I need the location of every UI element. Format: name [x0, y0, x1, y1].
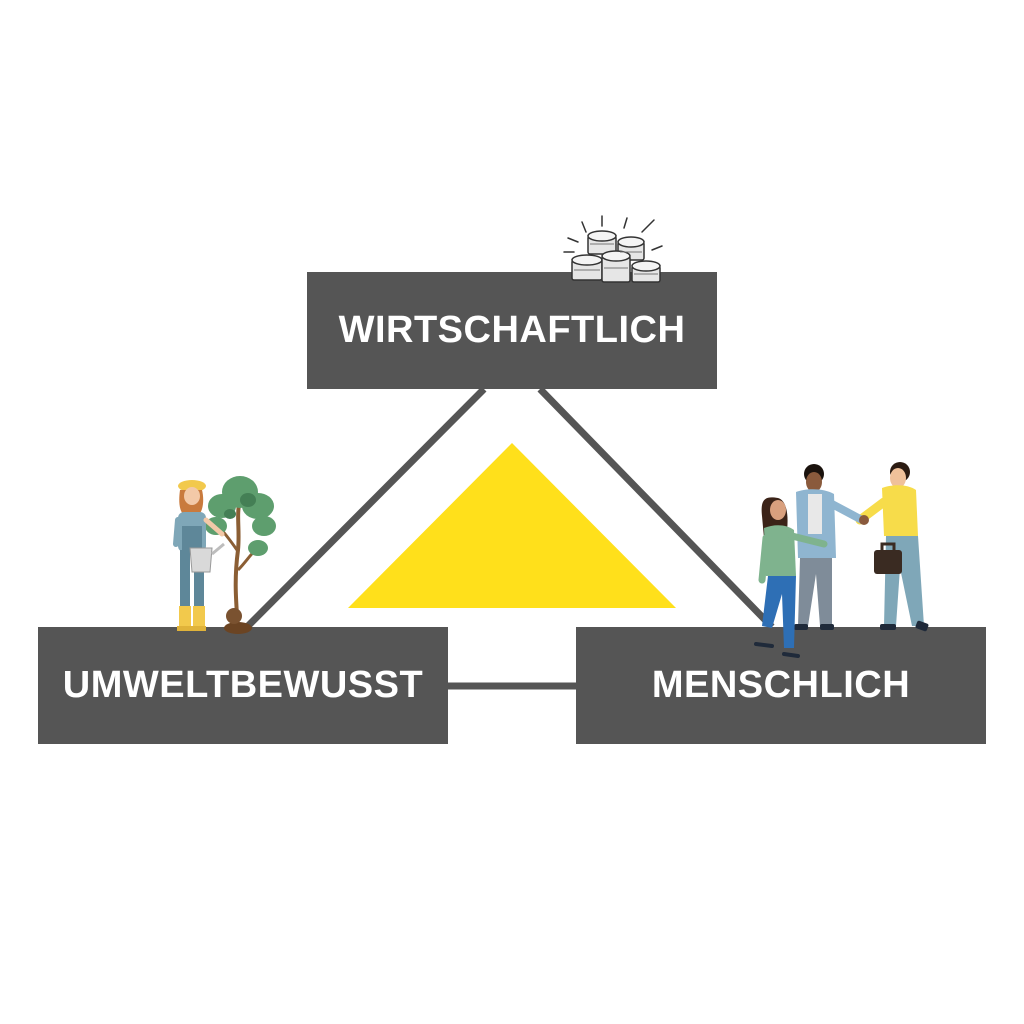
node-label: MENSCHLICH: [651, 664, 911, 706]
connector-top-left: [244, 386, 487, 630]
node-wirtschaftlich: WIRTSCHAFTLICH: [307, 272, 717, 389]
coins-icon: [563, 215, 663, 283]
connector-top-right: [537, 386, 775, 630]
gardener-with-tree-icon: [173, 476, 276, 634]
node-label: UMWELTBEWUSST: [62, 664, 424, 706]
node-umweltbewusst: UMWELTBEWUSST: [38, 627, 448, 744]
center-triangle: [348, 443, 676, 608]
people-handshake-icon: [754, 462, 929, 658]
node-menschlich: MENSCHLICH: [576, 627, 986, 744]
node-label: WIRTSCHAFTLICH: [338, 309, 686, 351]
